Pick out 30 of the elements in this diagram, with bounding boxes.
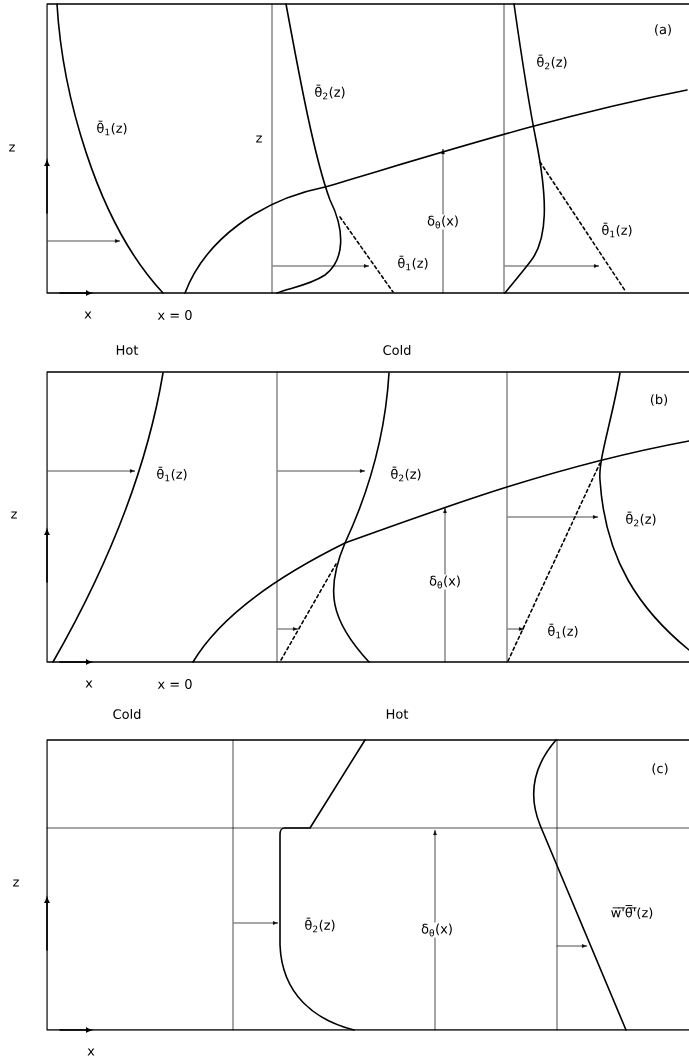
region-label: Cold	[113, 708, 141, 720]
dimension-label: δ$_{θ}$(x)	[426, 214, 460, 230]
region-label: Cold	[383, 344, 411, 356]
axis-label: x	[85, 680, 93, 688]
axis-label: z	[9, 144, 15, 152]
curve-label: θ̄$_{1}$(z)	[97, 120, 127, 136]
panel-label: (a)	[655, 24, 671, 36]
curve-label: θ̄$_{2}$(z)	[626, 511, 656, 527]
curve-label: θ̄$_{1}$(z)	[157, 466, 187, 482]
panel-label: (c)	[652, 763, 668, 775]
region-label: Hot	[386, 709, 409, 719]
curve-label: θ̄$_{1}$(z)	[398, 255, 428, 271]
panel-label: (b)	[650, 394, 668, 406]
axis-label: z	[256, 135, 262, 143]
axis-label: x = 0	[157, 310, 192, 320]
axis-label: x	[87, 1048, 95, 1056]
curve-label: θ̄$_{2}$(z)	[391, 466, 421, 482]
axis-label: z	[13, 879, 19, 887]
axis-label: x = 0	[157, 679, 192, 689]
dimension-label: δ$_{θ}$(x)	[428, 574, 462, 590]
curve-label: θ̄$_{2}$(z)	[537, 54, 567, 70]
curve-label: θ̄$_{1}$(z)	[602, 222, 632, 238]
axis-label: z	[11, 511, 17, 519]
curve-label: w̅'̅θ̅'̅(z)	[611, 905, 653, 919]
axis-label: x	[84, 311, 92, 319]
curve-label: θ̄$_{1}$(z)	[548, 623, 578, 639]
dimension-label: δ$_{θ}$(x)	[420, 922, 454, 938]
curve-label: θ̄$_{2}$(z)	[315, 84, 345, 100]
curve-label: θ̄$_{2}$(z)	[305, 917, 335, 933]
region-label: Hot	[116, 345, 139, 355]
